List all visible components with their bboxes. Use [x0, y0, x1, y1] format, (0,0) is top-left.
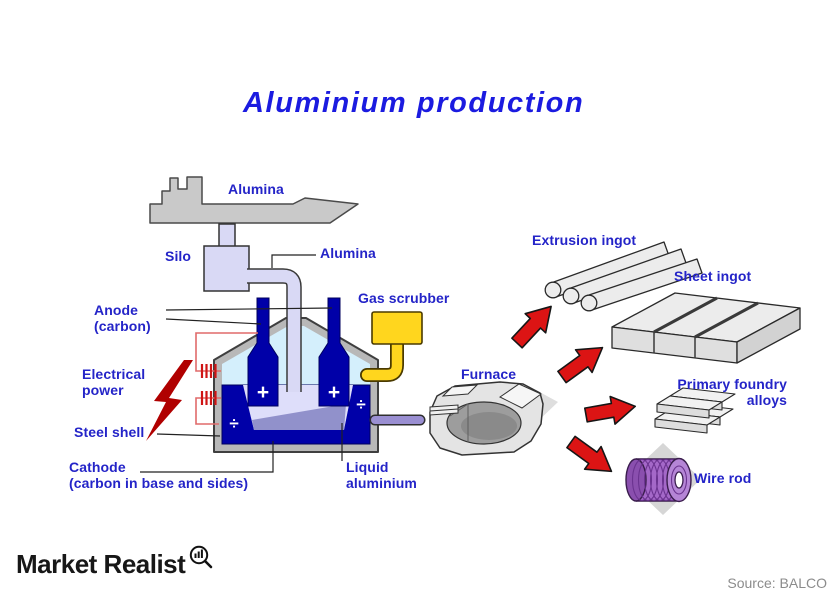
silo-icon [203, 223, 250, 292]
brand-text: Market Realist [16, 549, 186, 579]
foundry-alloys-icon [654, 387, 736, 434]
label-silo: Silo [165, 248, 192, 264]
label-extrusion-ingot: Extrusion ingot [532, 232, 637, 248]
anode-right-shape [318, 297, 350, 407]
page-title: Aluminium production [243, 87, 585, 119]
label-alumina-feed: Alumina [320, 245, 376, 261]
sheet-ingot-icon [611, 292, 801, 364]
battery-symbol [200, 391, 217, 405]
anode-plus-sign: + [257, 381, 269, 404]
arrow-to-extrusion-ingot [511, 305, 552, 349]
ship-icon [149, 176, 359, 224]
extrusion-ingot-icon [544, 241, 703, 312]
arrow-to-sheet-ingot [557, 346, 604, 384]
label-electrical-power: Electrical power [82, 366, 146, 398]
cathode-minus-sign: ÷ [356, 395, 365, 414]
leader-lines [140, 254, 343, 473]
label-gas-scrubber: Gas scrubber [358, 290, 450, 306]
power-wires [195, 332, 258, 425]
chart-magnifier-icon [190, 545, 213, 569]
label-liquid-aluminium: Liquid aluminium [346, 459, 417, 491]
label-cathode: Cathode (carbon in base and sides) [69, 459, 249, 491]
label-foundry-alloys: Primary foundry alloys [677, 376, 787, 408]
battery-symbol [200, 364, 217, 378]
source-credit: Source: BALCO [727, 575, 827, 591]
label-anode: Anode (carbon) [94, 302, 151, 334]
brand-logo: Market Realist [16, 545, 218, 579]
furnace-icon [429, 381, 558, 456]
gas-scrubber-icon [360, 311, 423, 382]
lightning-bolt-icon [146, 360, 193, 441]
arrow-to-wire-rod [566, 435, 613, 473]
label-steel-shell: Steel shell [74, 424, 145, 440]
electrolysis-cell [213, 297, 379, 453]
cathode-minus-sign: ÷ [229, 414, 238, 433]
label-alumina-ship: Alumina [228, 181, 284, 197]
label-wire-rod: Wire rod [694, 470, 752, 486]
anode-plus-sign: + [328, 381, 340, 404]
arrow-to-foundry-alloys [583, 395, 637, 425]
label-furnace: Furnace [461, 366, 517, 382]
anode-left-shape [247, 297, 279, 407]
wire-rod-icon [625, 443, 701, 515]
alumina-pipe [247, 268, 302, 392]
liquid-aluminium-shape [252, 404, 346, 430]
label-sheet-ingot: Sheet ingot [674, 268, 752, 284]
